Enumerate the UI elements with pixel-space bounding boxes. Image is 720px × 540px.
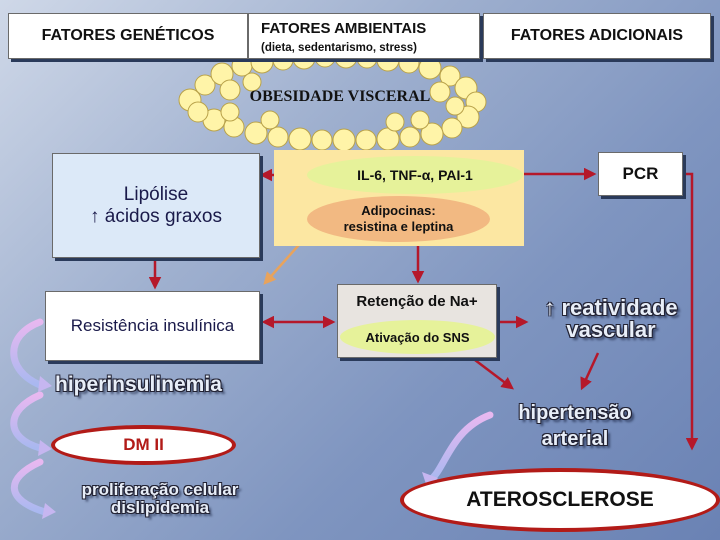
adipokines-ellipse: Adipocinas: resistina e leptina — [307, 196, 490, 242]
environmental-factors-box: FATORES AMBIENTAIS (dieta, sedentarismo,… — [248, 13, 480, 59]
lipolysis-label: Lipólise — [123, 183, 189, 205]
insulin-resistance-box: Resistência insulínica — [45, 291, 260, 361]
sns-activation-ellipse: Ativação do SNS — [340, 320, 495, 354]
dm2-ellipse: DM II — [51, 425, 236, 465]
atherosclerosis-label: ATEROSCLEROSE — [466, 488, 654, 511]
vascular-reactivity-line1: ↑ reatividade — [544, 295, 678, 320]
adipokines-label: Adipocinas: — [361, 203, 436, 218]
pcr-label: PCR — [622, 164, 659, 183]
sodium-retention-label: Retenção de Na+ — [356, 293, 478, 310]
curve-arrow-hypertension-to-atherosclerosis — [426, 411, 494, 484]
insulin-resistance-label: Resistência insulínica — [70, 316, 235, 335]
curve-arrow-resistance-to-hyperinsulinemia — [10, 318, 44, 389]
additional-factors-label: FATORES ADICIONAIS — [510, 27, 684, 44]
dm2-label: DM II — [123, 435, 164, 454]
sns-activation-label: Ativação do SNS — [365, 329, 470, 345]
arrow-reactivity-to-hypertension — [580, 352, 600, 391]
vascular-reactivity-line2: vascular — [566, 317, 656, 342]
adipokines-sublabel: resistina e leptina — [343, 219, 454, 234]
genetic-factors-box: FATORES GENÉTICOS — [8, 13, 248, 59]
additional-factors-box: FATORES ADICIONAIS — [483, 13, 711, 59]
environmental-factors-sublabel: (dieta, sedentarismo, stress) — [261, 42, 417, 54]
obesity-label: OBESIDADE VISCERAL — [249, 88, 431, 105]
proliferation-line2: dislipidemia — [110, 498, 210, 517]
proliferation-line1: proliferação celular — [81, 480, 239, 499]
pcr-box: PCR — [598, 152, 683, 196]
curve-arrow-dm2-to-proliferation — [10, 458, 49, 516]
proliferation-label: proliferação celular dislipidemia — [60, 481, 260, 517]
genetic-factors-label: FATORES GENÉTICOS — [41, 27, 215, 44]
lipolysis-box: Lipólise ↑ ácidos graxos — [52, 153, 260, 258]
arrow-retention-to-hypertension — [474, 359, 514, 390]
hyperinsulinemia-label: hiperinsulinemia — [55, 373, 222, 396]
fatty-acids-label: ↑ ácidos graxos — [89, 205, 222, 227]
hypertension-label: hipertensão arterial — [500, 400, 650, 452]
cytokines-ellipse: IL-6, TNF-α, PAI-1 — [307, 156, 523, 194]
cytokines-label: IL-6, TNF-α, PAI-1 — [357, 167, 473, 183]
hypertension-line2: arterial — [541, 428, 609, 450]
vascular-reactivity-label: ↑ reatividade vascular — [536, 297, 686, 341]
arrow-pcr-to-atherosclerosis — [684, 172, 699, 451]
hypertension-line1: hipertensão — [518, 402, 632, 424]
atherosclerosis-ellipse: ATEROSCLEROSE — [400, 468, 720, 532]
curve-arrow-hyperinsulinemia-to-dm2 — [10, 391, 44, 452]
environmental-factors-label: FATORES AMBIENTAIS — [261, 20, 427, 37]
